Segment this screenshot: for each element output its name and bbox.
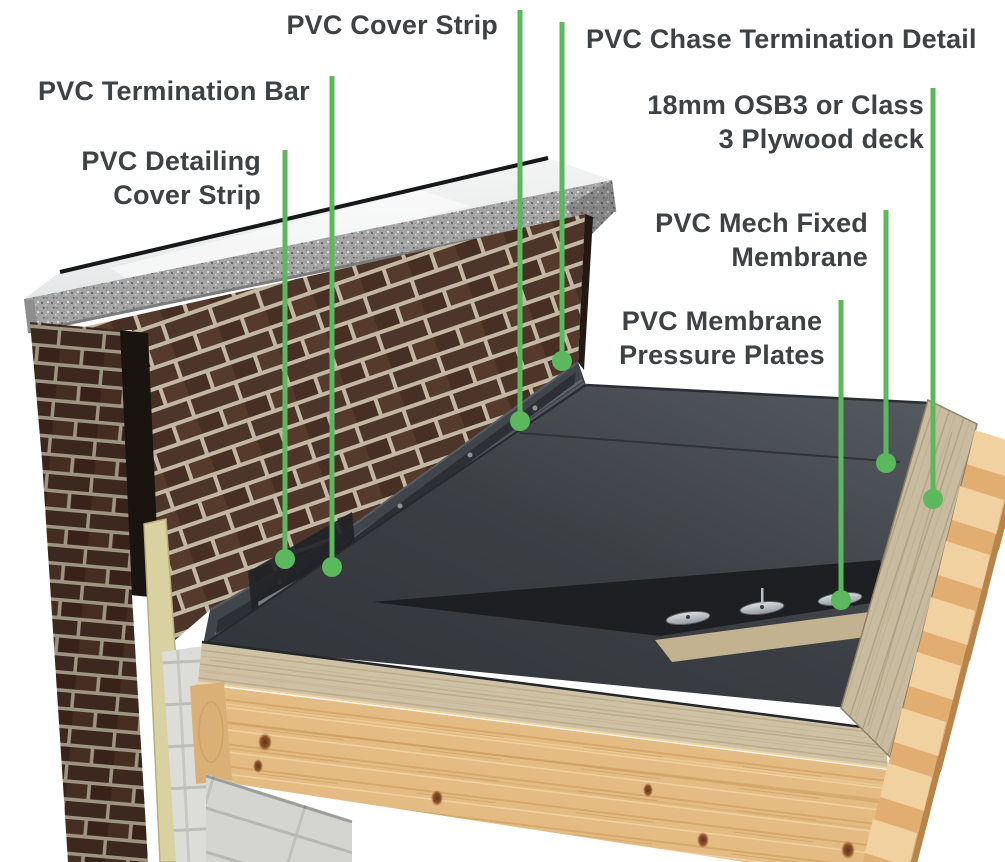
label-pvc-mech-fixed-membrane: PVC Mech Fixed Membrane bbox=[651, 206, 872, 276]
brick-parapet-wall bbox=[30, 214, 593, 862]
label-text: PVC Mech Fixed bbox=[655, 208, 868, 238]
wood-knot bbox=[431, 790, 443, 806]
label-pvc-detailing-cover-strip: PVC Detailing Cover Strip bbox=[77, 144, 265, 214]
exposed-deck-strip bbox=[655, 608, 905, 662]
label-pvc-termination-bar: PVC Termination Bar bbox=[34, 74, 314, 110]
leader-dot-osb-plywood-deck bbox=[923, 489, 943, 509]
parapet-coping-stone bbox=[24, 156, 617, 334]
membrane-back-edge bbox=[585, 383, 931, 405]
label-text: PVC Termination Bar bbox=[38, 76, 310, 106]
leader-dot-pvc-cover-strip bbox=[510, 411, 530, 431]
label-text: PVC Membrane bbox=[621, 306, 823, 336]
wood-knot bbox=[841, 841, 855, 859]
membrane-seam bbox=[519, 432, 901, 463]
leader-dot-pvc-detailing-cover-strip bbox=[275, 549, 295, 569]
leader-dots bbox=[275, 351, 943, 610]
blockwork-inner-leaf bbox=[205, 774, 353, 862]
label-pvc-cover-strip: PVC Cover Strip bbox=[282, 8, 502, 44]
label-text: Cover Strip bbox=[113, 179, 261, 210]
label-text: PVC Detailing bbox=[81, 146, 261, 176]
osb-deck-board bbox=[840, 398, 978, 759]
label-text: 3 Plywood deck bbox=[718, 123, 924, 154]
wood-knot bbox=[643, 783, 653, 797]
brick-wall-inner-face bbox=[44, 214, 585, 648]
label-text: Membrane bbox=[731, 241, 868, 272]
coping-back-edge bbox=[59, 156, 549, 274]
label-osb-plywood-deck: 18mm OSB3 or Class 3 Plywood deck bbox=[643, 88, 928, 158]
leader-dot-pvc-termination-bar bbox=[322, 557, 342, 577]
label-text: PVC Cover Strip bbox=[286, 10, 498, 40]
osb-deck-front-edge bbox=[198, 640, 888, 768]
membrane-flap-and-pressure-plates bbox=[372, 560, 905, 662]
roof-joists bbox=[862, 430, 1005, 862]
timber-edge-beam bbox=[190, 681, 889, 862]
label-text: PVC Chase Termination Detail bbox=[586, 24, 977, 54]
wall-end-edge bbox=[578, 214, 593, 370]
leader-dot-pvc-mech-fixed-membrane bbox=[876, 453, 896, 473]
beam-end-grain bbox=[190, 682, 232, 784]
label-text: 18mm OSB3 or Class bbox=[647, 90, 924, 120]
joist bbox=[862, 819, 917, 862]
label-pvc-chase-termination-detail: PVC Chase Termination Detail bbox=[582, 22, 981, 58]
wood-knot bbox=[697, 832, 709, 848]
leader-dot-pvc-membrane-pressure-plates bbox=[831, 590, 851, 610]
pressure-plate bbox=[665, 610, 711, 626]
wood-knot bbox=[253, 759, 263, 773]
leader-dot-pvc-chase-termination-detail bbox=[552, 351, 572, 371]
lifted-membrane-flap bbox=[372, 560, 890, 636]
leader-lines bbox=[282, 10, 936, 600]
pressure-plate bbox=[739, 588, 785, 616]
label-text: Pressure Plates bbox=[619, 339, 825, 370]
wood-knot bbox=[258, 733, 272, 751]
label-pvc-membrane-pressure-plates: PVC Membrane Pressure Plates bbox=[615, 304, 829, 374]
brick-wall-end-face bbox=[30, 322, 148, 862]
